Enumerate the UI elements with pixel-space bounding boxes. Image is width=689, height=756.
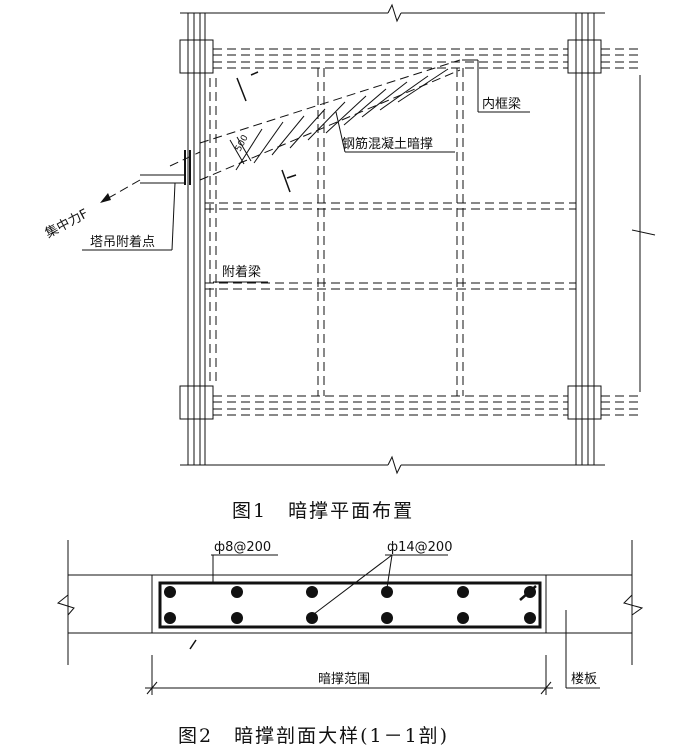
inner-vertical-beams xyxy=(317,68,464,396)
attach-point-text: 塔吊附着点 xyxy=(90,234,155,250)
rebar-bot-2 xyxy=(231,612,243,624)
force-arrow xyxy=(100,179,141,203)
main-bar-text: ф14@200 xyxy=(387,540,452,555)
mid-secondary-beams xyxy=(205,202,576,290)
rebar-bot-5 xyxy=(457,612,469,624)
bottom-frame-beam xyxy=(213,395,642,416)
figure1-caption: 图1 暗撑平面布置 xyxy=(232,500,414,522)
label-attach-point: 塔吊附着点 xyxy=(82,182,176,251)
right-frame-column-lines xyxy=(575,13,595,465)
rebar-top-2 xyxy=(231,586,243,598)
label-stirrup: ф8@200 xyxy=(211,540,278,583)
rebar-bot-6 xyxy=(524,612,536,624)
column-bottom-left xyxy=(179,385,214,420)
stirrup-hook xyxy=(519,585,537,601)
rebar-top-3 xyxy=(306,586,318,598)
label-rc-brace: 钢筋混凝土暗撑 xyxy=(335,111,455,153)
rebar-top-5 xyxy=(457,586,469,598)
brace-boundary xyxy=(151,575,547,633)
label-main-bar: ф14@200 xyxy=(313,540,452,615)
label-inner-beam: 内框梁 xyxy=(462,59,530,113)
section-mark xyxy=(189,639,197,650)
range-text: 暗撑范围 xyxy=(318,672,370,687)
rebar-top-1 xyxy=(164,586,176,598)
plan-top-border xyxy=(180,3,605,23)
attach-beam-text: 附着梁 xyxy=(222,264,261,280)
section-drawing: ф8@200 ф14@200 暗撑范围 楼板 xyxy=(56,540,644,695)
tower-crane-bracket xyxy=(140,150,191,185)
label-attach-beam: 附着梁 xyxy=(213,264,268,283)
brace-hatching xyxy=(235,68,449,171)
label-force: 集中力F xyxy=(42,206,91,242)
plan-bottom-border xyxy=(180,455,605,475)
stirrup xyxy=(158,581,542,629)
concealed-brace xyxy=(169,59,461,181)
rebar-top-4 xyxy=(381,586,393,598)
top-frame-beam xyxy=(213,48,642,69)
rebar-bot-1 xyxy=(164,612,176,624)
right-dimension-line xyxy=(631,75,656,392)
slab-outline xyxy=(56,540,644,665)
rebars xyxy=(164,586,536,624)
left-frame-column-lines xyxy=(187,13,206,465)
section-cut-marks xyxy=(236,71,297,193)
plan-drawing: 500 内框梁 钢筋混凝土暗撑 集中力F xyxy=(42,3,656,475)
figure2-caption: 图2 暗撑剖面大样(1－1剖) xyxy=(178,725,449,747)
rc-brace-text: 钢筋混凝土暗撑 xyxy=(342,136,433,152)
rebar-bot-4 xyxy=(381,612,393,624)
stirrup-text: ф8@200 xyxy=(214,540,271,555)
inner-beam-text: 内框梁 xyxy=(482,96,521,112)
force-text: 集中力F xyxy=(42,206,91,242)
range-dimension: 暗撑范围 xyxy=(145,655,553,695)
column-top-left xyxy=(179,39,214,74)
attachment-beam xyxy=(209,78,217,385)
rebar-bot-3 xyxy=(306,612,318,624)
column-top-right xyxy=(567,39,602,74)
label-slab: 楼板 xyxy=(565,610,600,689)
brace-dimension: 500 xyxy=(229,133,252,165)
slab-text: 楼板 xyxy=(571,672,597,687)
column-bottom-right xyxy=(567,385,602,420)
